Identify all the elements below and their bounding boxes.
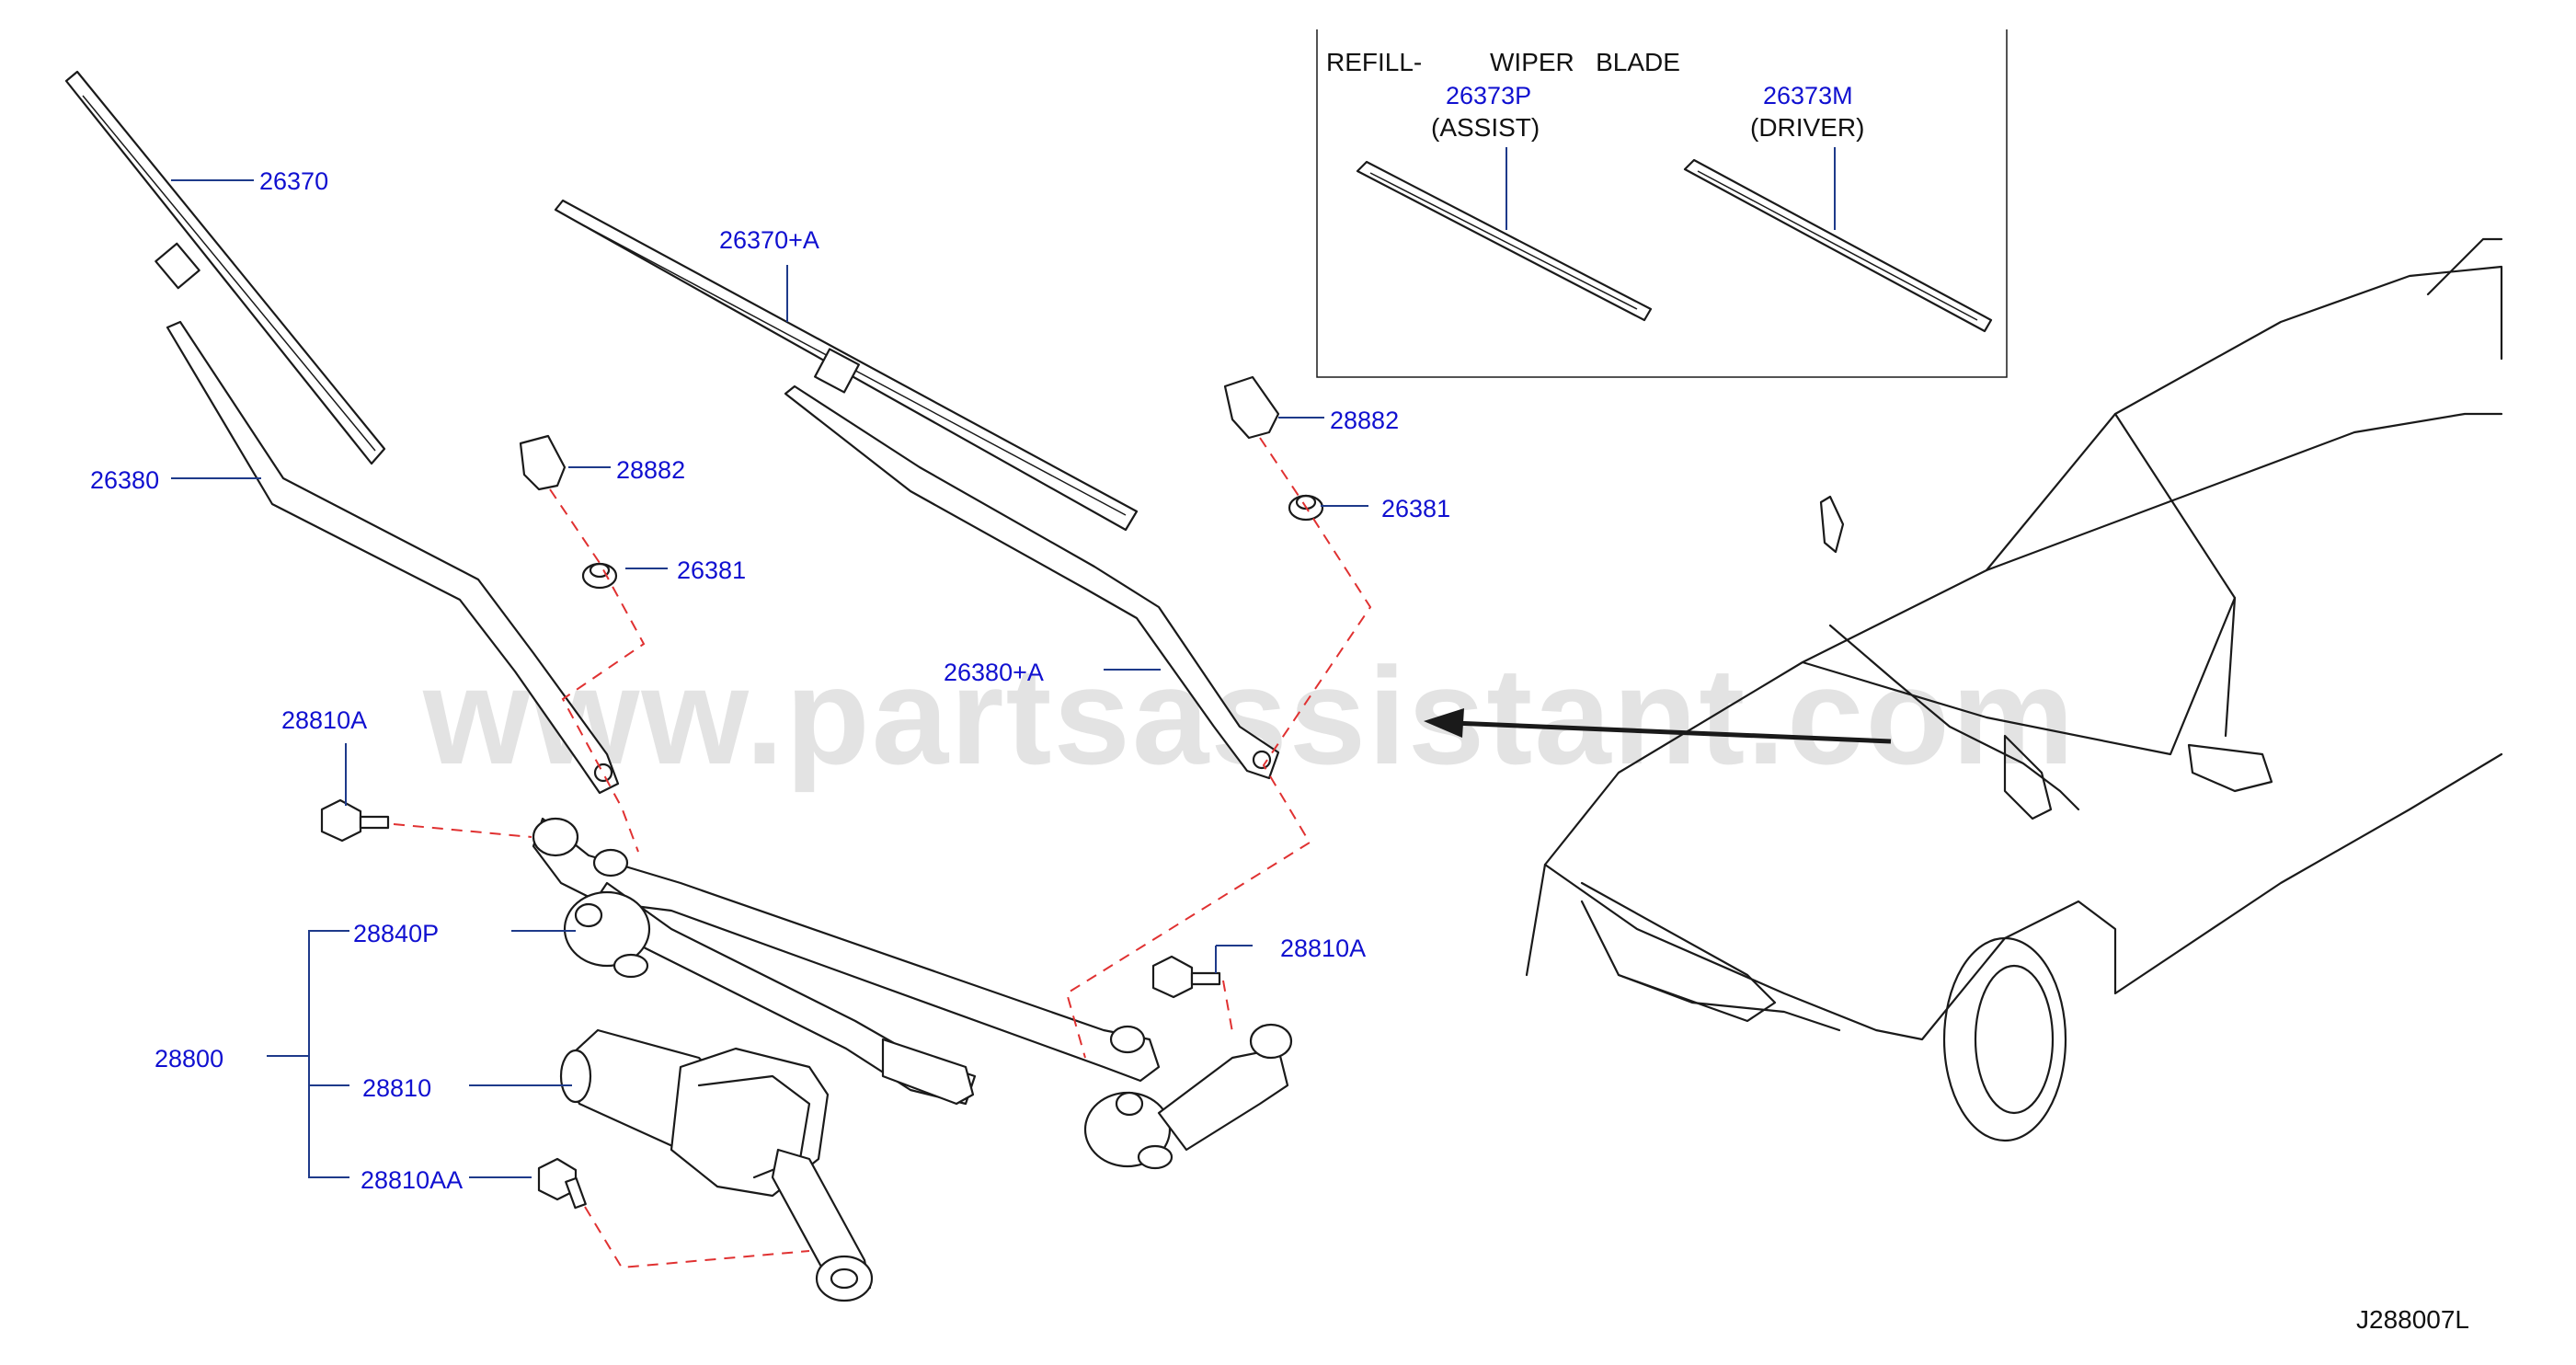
callout-26373M: 26373M bbox=[1763, 82, 1853, 109]
refill-inset-box: REFILL- WIPER BLADE 26373P (ASSIST) 2637… bbox=[1316, 29, 2008, 378]
callout-28810AA: 28810AA bbox=[361, 1166, 463, 1194]
nut-26381-left bbox=[581, 562, 618, 590]
bolt-28810A-left bbox=[320, 798, 390, 843]
callout-26380A: 26380+A bbox=[944, 659, 1044, 686]
wiper-linkage bbox=[532, 817, 1293, 1170]
assist-label: (ASSIST) bbox=[1431, 113, 1540, 142]
callout-28810A-right: 28810A bbox=[1280, 935, 1366, 962]
callout-26380: 26380 bbox=[90, 466, 159, 494]
callout-26370A: 26370+A bbox=[719, 226, 819, 254]
callout-28840P: 28840P bbox=[353, 920, 439, 947]
car-outline bbox=[1525, 237, 2503, 1142]
link-left-arm bbox=[549, 488, 646, 853]
cap-28882-right bbox=[1223, 375, 1280, 440]
callout-26381-right: 26381 bbox=[1381, 495, 1450, 522]
wiper-blade-heading: WIPER BLADE bbox=[1490, 48, 1680, 76]
wiper-motor bbox=[559, 1028, 874, 1302]
refill-heading: REFILL- bbox=[1326, 48, 1422, 76]
wiper-blade-driver bbox=[554, 199, 1139, 532]
wiper-blade-assist bbox=[64, 70, 386, 465]
driver-label: (DRIVER) bbox=[1750, 113, 1864, 142]
link-bolt-aa bbox=[584, 1206, 810, 1269]
link-bolt-right bbox=[1222, 980, 1233, 1033]
wiper-arm-driver bbox=[784, 384, 1280, 780]
bolt-28810A-right bbox=[1151, 955, 1221, 999]
link-right-arm bbox=[1065, 437, 1372, 1059]
bolt-28810AA bbox=[537, 1157, 587, 1210]
callout-28882-right: 28882 bbox=[1330, 407, 1399, 434]
callout-28810: 28810 bbox=[362, 1074, 431, 1102]
wiper-arm-assist bbox=[166, 320, 620, 795]
link-bolt-left bbox=[393, 823, 532, 838]
callout-26381-left: 26381 bbox=[677, 556, 746, 584]
refill-strip-driver bbox=[1683, 158, 1993, 333]
pointer-arrow bbox=[1424, 708, 1892, 744]
cap-28882-left bbox=[519, 434, 567, 491]
callout-labels: 26370 26370+A 26380 26380+A 28882 28882 … bbox=[90, 167, 1450, 1194]
refill-strip-assist bbox=[1356, 160, 1653, 322]
callout-28810A-left: 28810A bbox=[281, 706, 367, 734]
callout-28882-left: 28882 bbox=[616, 456, 685, 484]
leader-lines bbox=[171, 179, 1368, 1178]
callout-26373P: 26373P bbox=[1446, 82, 1531, 109]
callout-26370: 26370 bbox=[259, 167, 328, 195]
diagram-code: J288007L bbox=[2356, 1305, 2469, 1334]
callout-28800: 28800 bbox=[155, 1045, 223, 1072]
